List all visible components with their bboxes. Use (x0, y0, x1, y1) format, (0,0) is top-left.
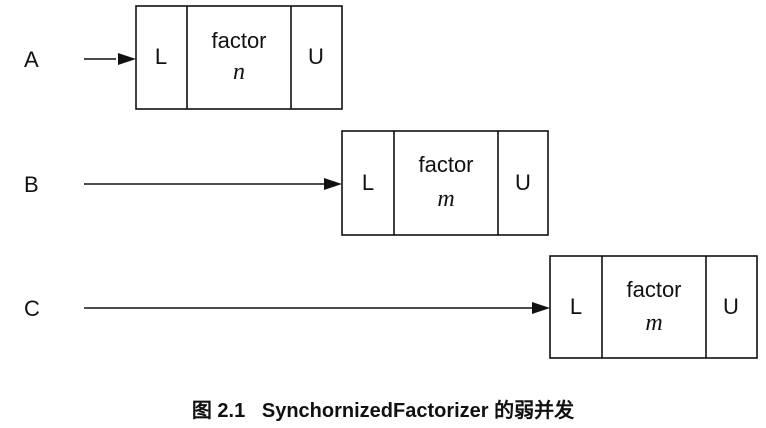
factor-var-b: m (437, 186, 454, 212)
arrow-b-head (324, 178, 342, 190)
factor-label-c: factor (626, 277, 681, 302)
row-b: B L factor m U (24, 130, 549, 236)
row-label-b: B (24, 172, 39, 197)
arrow-c-head (532, 302, 550, 314)
row-c: C L factor m U (24, 255, 758, 359)
lock-label-a: L (155, 44, 167, 69)
box-b-frame (341, 130, 549, 236)
row-label-a: A (24, 47, 39, 72)
factor-var-a: n (233, 59, 245, 85)
unlock-label-c: U (723, 294, 739, 319)
row-a: A L factor n U (24, 5, 343, 110)
factor-var-c: m (645, 310, 662, 336)
arrow-a-head (118, 53, 136, 65)
box-a-frame (135, 5, 343, 110)
unlock-label-b: U (515, 170, 531, 195)
lock-label-c: L (570, 294, 582, 319)
lock-box-c: L factor m U (549, 255, 758, 359)
lock-label-b: L (362, 170, 374, 195)
box-c-frame (549, 255, 758, 359)
lock-box-b: L factor m U (341, 130, 549, 236)
factor-label-b: factor (418, 152, 473, 177)
row-label-c: C (24, 296, 40, 321)
unlock-label-a: U (308, 44, 324, 69)
factor-label-a: factor (211, 28, 266, 53)
figure-caption: 图 2.1 SynchornizedFactorizer 的弱并发 (191, 400, 575, 422)
lock-box-a: L factor n U (135, 5, 343, 110)
